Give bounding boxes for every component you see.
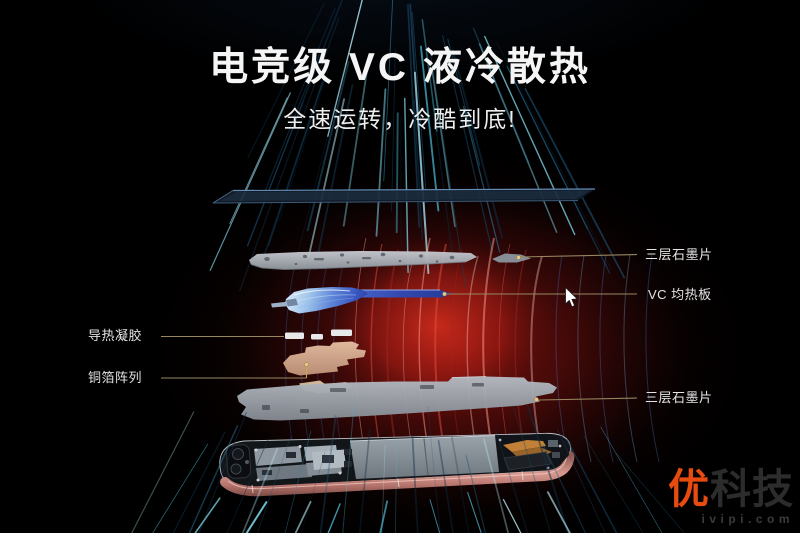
glass-back-cover [212, 188, 596, 204]
graphite-sheet-bottom [237, 376, 557, 421]
phone-exploded-view [219, 432, 575, 497]
graphite-piece-small [492, 253, 531, 263]
graphite-sheet-top [249, 251, 531, 271]
callout-graphite-bottom: 三层石墨片 [645, 390, 713, 405]
callout-vc-plate: VC 均热板 [648, 287, 712, 302]
callout-thermal-gel: 导热凝胶 [88, 328, 143, 343]
battery [344, 435, 499, 479]
callout-leader-lines [161, 253, 638, 401]
motherboard [254, 445, 346, 482]
cursor-arrow-icon [565, 287, 578, 308]
watermark-site: ivipi.com [701, 512, 794, 526]
thermal-gel-pads [285, 329, 352, 340]
callout-copper-foil: 铜箔阵列 [88, 370, 143, 385]
watermark-brand: 优科技 [668, 469, 794, 510]
vertical-light-trails [284, 237, 660, 463]
page-title: 电竞级 VC 液冷散热 [209, 46, 591, 89]
watermark: 优科技 ivipi.com [668, 469, 794, 526]
page-subtitle: 全速运转，冷酷到底! [283, 106, 517, 132]
camera-module [225, 444, 252, 479]
callout-anchor-dots [304, 255, 539, 402]
phone-frame-edge [220, 451, 575, 497]
vc-vapor-chamber [271, 287, 452, 314]
watermark-brand-highlight: 优 [668, 466, 710, 512]
bottom-light-streaks [131, 405, 685, 533]
callout-graphite-top: 三层石墨片 [645, 247, 713, 262]
watermark-brand-rest: 科技 [710, 466, 794, 512]
